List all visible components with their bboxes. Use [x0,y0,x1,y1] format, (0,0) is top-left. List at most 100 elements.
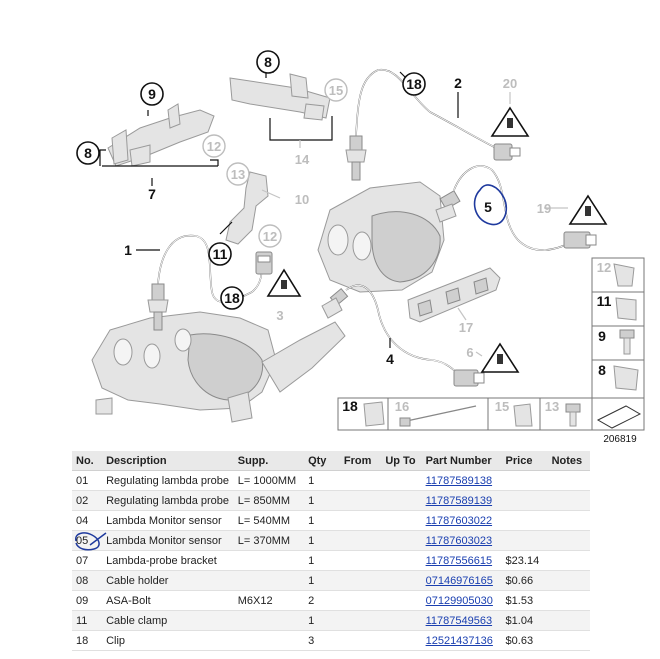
cell-no: 04 [72,510,103,531]
callout-17: 17 [459,320,473,335]
connector-19 [563,231,597,249]
cell-desc: Lambda-probe bracket [102,550,234,571]
connector-3 [255,251,273,275]
callout-3: 3 [276,308,283,323]
cell-no: 08 [72,570,103,591]
cell-desc: Lambda Monitor sensor [102,510,234,531]
cell-part: 07146976165 [421,570,502,591]
cell-supp: M6X12 [233,590,305,611]
callout-19: 19 [537,201,551,216]
connector-6 [453,369,485,387]
cell-supp: L= 1000MM [233,470,305,491]
callout-12a: 12 [207,139,221,154]
cell-upto [381,630,422,651]
part-number-link[interactable]: 07146976165 [425,574,493,587]
cell-desc: Regulating lambda probe [102,470,234,491]
cell-notes [547,630,590,651]
diagram-id: 206819 [603,434,637,445]
cell-supp: L= 370MM [233,530,305,551]
parts-diagram: 1 2 4 5 7 8 8 9 11 18 18 10 12 12 13 14 … [76,50,645,445]
cell-upto [381,510,422,531]
callout-20: 20 [503,76,517,91]
part-number-link[interactable]: 11787603023 [425,534,493,547]
cell-price: $1.04 [501,610,548,631]
scribble-circle-5 [473,184,508,226]
warning-triangle-icon-20 [490,106,530,137]
bottom-label-13: 13 [545,399,559,414]
cell-price: $0.63 [501,630,548,651]
warning-triangle-icon-19 [568,194,608,225]
col-header-from: From [339,451,382,471]
cell-qty: 1 [304,550,340,571]
callout-18b: 18 [406,76,422,92]
sidebar-label-12: 12 [597,260,611,275]
part-number-link[interactable]: 11787589139 [425,494,493,507]
cell-desc: Regulating lambda probe [102,490,234,511]
sensor-5 [435,190,461,223]
col-header-qty: Qty [304,451,340,471]
cell-upto [381,550,422,571]
part-number-link[interactable]: 07129905030 [425,594,493,607]
col-header-upto: Up To [381,451,422,471]
exhaust-manifold-lower [91,311,346,423]
cell-desc: Cable clamp [102,610,234,631]
cell-price [501,490,548,511]
cell-price [501,470,548,491]
cell-price: $23.14 [501,550,548,571]
cell-part: 11787549563 [421,610,502,631]
callout-12b: 12 [263,229,277,244]
part-number-link[interactable]: 12521437136 [425,634,493,647]
cell-part: 07129905030 [421,590,502,611]
cell-from [339,570,382,591]
cell-upto [381,530,422,551]
part-number-link[interactable]: 11787556615 [425,554,493,567]
cell-notes [547,470,590,491]
col-header-part-number: Part Number [421,451,502,471]
callout-9: 9 [148,86,156,102]
part-number-link[interactable]: 11787603022 [425,514,493,527]
cell-notes [547,570,590,591]
sidebar-label-8: 8 [598,362,606,378]
cell-no: 07 [72,550,103,571]
cell-no: 05 [72,530,103,551]
cell-qty: 1 [304,610,340,631]
callout-5: 5 [484,199,492,215]
callout-2: 2 [454,75,462,91]
callout-8b: 8 [264,54,272,70]
callout-18a: 18 [224,290,240,306]
cell-qty: 1 [304,510,340,531]
cell-desc: Lambda Monitor sensor [102,530,234,551]
callout-6: 6 [466,345,473,360]
cell-part: 11787556615 [421,550,502,571]
cell-price [501,510,548,531]
part-number-link[interactable]: 11787589138 [425,474,493,487]
parts-table: No. Description Supp. Qty From Up To Par… [72,451,590,651]
col-header-supp: Supp. [233,451,305,471]
callout-14: 14 [295,152,310,167]
cable-holder-14 [229,73,331,121]
cell-from [339,590,382,611]
callout-7: 7 [148,186,156,202]
cell-upto [381,470,422,491]
cell-upto [381,570,422,591]
cell-price: $0.66 [501,570,548,591]
cell-part: 11787603023 [421,530,502,551]
cell-supp [233,570,305,591]
cell-supp [233,610,305,631]
callout-15: 15 [329,83,343,98]
cell-desc: ASA-Bolt [102,590,234,611]
cell-qty: 1 [304,470,340,491]
cell-from [339,530,382,551]
cell-no: 01 [72,470,103,491]
warning-triangle-icon-6 [480,342,520,373]
part-number-link[interactable]: 11787549563 [425,614,493,627]
warning-triangle-icon-3 [266,268,302,297]
callout-10: 10 [295,192,309,207]
bottom-label-15: 15 [495,399,509,414]
